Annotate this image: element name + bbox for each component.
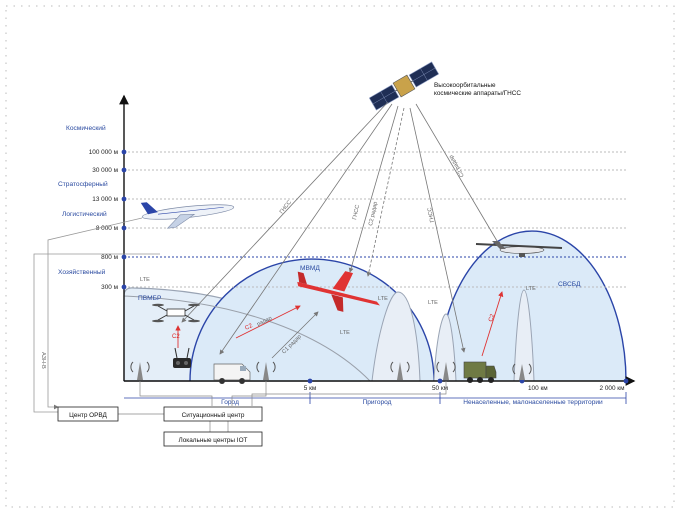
c2-radar-label-2: C2 радар bbox=[448, 154, 465, 178]
gnss-link-pvmbr bbox=[181, 101, 389, 323]
dist-label-2000: 2 000 км bbox=[600, 385, 625, 392]
region-rural: Ненаселенные, малонаселенные территории bbox=[463, 399, 603, 406]
tower-icon bbox=[512, 363, 532, 380]
gnss-link-mvmd bbox=[348, 105, 399, 273]
orvd-center-label: Центр ОРВД bbox=[69, 412, 107, 419]
truck-icon bbox=[463, 361, 497, 383]
iot-centers-box bbox=[163, 431, 263, 447]
satellite-label-line2: космические аппараты/ГНСС bbox=[434, 90, 521, 97]
gnss-label-3: ГНСС bbox=[427, 207, 436, 223]
situation-center-label: Ситуационный центр bbox=[182, 411, 245, 419]
dome-label-pvmbr: ПВМБР bbox=[138, 295, 162, 302]
iot-centers-label: Локальные центры IOT bbox=[179, 437, 248, 444]
pvmbr-drone-icon bbox=[152, 303, 200, 323]
c2-link-mvmd bbox=[235, 305, 301, 339]
satellite-label-line1: Высокоорбитальные bbox=[434, 81, 496, 89]
remote-controller-icon bbox=[173, 347, 191, 368]
zone-stratospheric: Стратосферный bbox=[58, 180, 108, 188]
c2-radar-label-1: C2 радар bbox=[368, 201, 379, 226]
lte-beam-right bbox=[513, 289, 535, 382]
tower-icon bbox=[256, 361, 276, 380]
tower-icon bbox=[390, 361, 410, 380]
orvd-center-box bbox=[57, 406, 119, 422]
satellite-icon bbox=[368, 61, 440, 111]
adsb-label: АЗН-В bbox=[40, 352, 46, 369]
dome-label-svsbd: СВСБД bbox=[558, 281, 581, 288]
gnss-label-2: ГНСС bbox=[352, 204, 361, 220]
region-suburb: Пригород bbox=[362, 399, 391, 406]
tower-icon bbox=[130, 361, 150, 380]
c2-radar-link-mvmd bbox=[366, 107, 405, 277]
lte-label-2: LTE bbox=[340, 330, 350, 336]
alt-label-100000: 100 000 м bbox=[89, 149, 118, 156]
lte-label-3: LTE bbox=[378, 296, 388, 302]
situation-center-box bbox=[163, 406, 263, 422]
mvmd-dome bbox=[189, 258, 435, 382]
c2-link-svsbd bbox=[481, 291, 504, 357]
alt-label-8000: 8 000 м bbox=[96, 225, 118, 232]
gnss-label-1: ГНСС bbox=[279, 200, 293, 216]
c2-label-svsbd: C2 bbox=[488, 313, 496, 323]
airliner-icon bbox=[140, 202, 235, 229]
alt-label-30000: 30 000 м bbox=[92, 167, 118, 174]
svsbd-dome bbox=[437, 230, 627, 382]
lte-beam-mid bbox=[371, 291, 421, 382]
altitude-dots bbox=[121, 149, 127, 290]
lte-label-5: LTE bbox=[526, 286, 536, 292]
zone-logistic: Логистический bbox=[62, 210, 107, 218]
region-city: Город bbox=[221, 399, 239, 406]
alt-label-800: 800 м bbox=[101, 254, 118, 261]
dist-label-5: 5 км bbox=[304, 385, 317, 392]
tower-link-3 bbox=[251, 381, 447, 406]
adsb-link bbox=[47, 217, 143, 410]
van-icon bbox=[213, 363, 251, 384]
lte-beam-small bbox=[433, 313, 457, 382]
c2-label-mvmd: C2 bbox=[244, 323, 254, 332]
c2-label-pvmbr: C2 bbox=[172, 334, 180, 340]
dome-label-mvmd: МВМД bbox=[300, 265, 320, 272]
c2-radar-link-svsbd bbox=[415, 103, 501, 247]
c1-radar-link bbox=[271, 311, 319, 359]
tower-link-1 bbox=[139, 381, 213, 406]
dist-label-50: 50 км bbox=[432, 385, 448, 392]
gnss-link-truck bbox=[409, 107, 466, 353]
alt-label-13000: 13 000 м bbox=[92, 196, 118, 203]
lte-label-1: LTE bbox=[140, 277, 150, 283]
gnss-link-van bbox=[219, 103, 393, 355]
adsb-link-2 bbox=[33, 253, 160, 413]
dist-label-100: 100 км bbox=[528, 385, 548, 392]
zone-space: Космический bbox=[66, 124, 106, 132]
svsbd-drone-icon bbox=[475, 241, 563, 257]
mvmd-drone-icon bbox=[297, 271, 380, 312]
alt-label-300: 300 м bbox=[101, 284, 118, 291]
tower-icon bbox=[436, 361, 456, 380]
lte-coverage-arc bbox=[123, 295, 371, 382]
tower-link-2 bbox=[231, 381, 267, 406]
lte-label-4: LTE bbox=[428, 300, 438, 306]
zone-economic: Хозяйственный bbox=[58, 268, 106, 276]
